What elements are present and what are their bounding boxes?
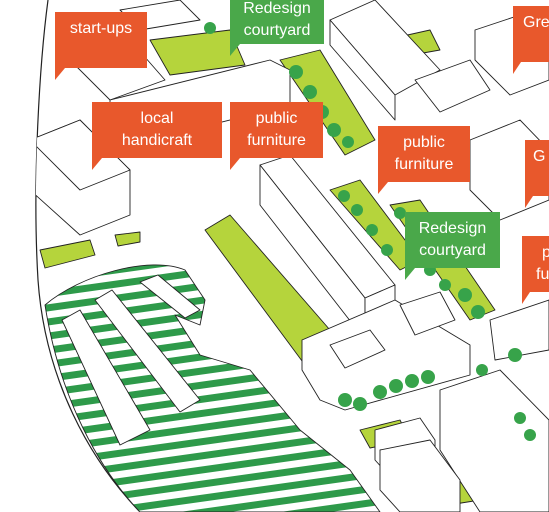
- callout-top-right-partial-line1: Gre: [523, 14, 549, 31]
- tree-icon: [289, 65, 303, 79]
- tree-group: [204, 22, 536, 441]
- callout-public-furniture-center-line2: furniture: [394, 156, 454, 173]
- callout-public-furniture-left-line1: public: [255, 110, 298, 127]
- tree-icon: [373, 385, 387, 399]
- callout-lower-right-partial-line1: p: [542, 244, 549, 261]
- tree-icon: [366, 224, 378, 236]
- callout-top-right-partial-tail: [513, 62, 521, 74]
- callout-start-ups: start-ups: [55, 12, 147, 68]
- tree-icon: [394, 207, 406, 219]
- courtyard-roof-1: [329, 329, 386, 369]
- lens-outline: [35, 0, 141, 512]
- park-path-1: [61, 309, 151, 446]
- callout-public-furniture-left-line2: furniture: [247, 132, 306, 149]
- callout-redesign-courtyard-top-line2: courtyard: [243, 22, 311, 39]
- lime-small-left-2: [114, 231, 141, 247]
- callout-top-right-partial-line2: fl: [523, 34, 549, 56]
- callout-lower-right-partial-tail: [522, 292, 530, 304]
- building-lower-right-2: [489, 299, 549, 361]
- callout-public-furniture-center-tail: [378, 182, 388, 194]
- tree-icon: [514, 412, 526, 424]
- callout-mid-right-partial-tail: [525, 196, 533, 208]
- tree-icon: [342, 136, 354, 148]
- park-path-3: [139, 274, 201, 319]
- tree-icon: [476, 364, 488, 376]
- tree-icon: [338, 190, 350, 202]
- courtyard-roof-2: [399, 291, 456, 336]
- callout-local-handicraft-tail: [92, 158, 102, 170]
- tree-icon: [327, 123, 341, 137]
- building-upper-right-1-side: [329, 19, 396, 121]
- tree-icon: [508, 348, 522, 362]
- callout-local-handicraft: local handicraft: [92, 102, 222, 158]
- callout-redesign-courtyard-center-line1: Redesign: [418, 220, 487, 237]
- callout-redesign-courtyard-center-line2: courtyard: [419, 242, 486, 259]
- callout-redesign-courtyard-center-tail: [405, 268, 415, 280]
- tree-icon: [458, 288, 472, 302]
- lime-upper-1: [279, 49, 376, 156]
- tree-icon: [405, 374, 419, 388]
- callout-top-right-partial: Gre fl: [513, 6, 549, 62]
- callout-redesign-courtyard-top-line1: Redesign: [243, 0, 311, 17]
- callout-lower-right-partial-line2: fu: [536, 266, 549, 283]
- callout-local-handicraft-line2: handicraft: [121, 132, 193, 149]
- park-path-2: [94, 289, 201, 413]
- tree-icon: [381, 244, 393, 256]
- callout-public-furniture-center-line1: public: [403, 134, 445, 151]
- tree-icon: [524, 429, 536, 441]
- callout-start-ups-tail: [55, 68, 65, 80]
- callout-public-furniture-left-tail: [230, 158, 240, 170]
- tree-icon: [303, 85, 317, 99]
- tree-icon: [204, 22, 216, 34]
- tree-icon: [351, 204, 363, 216]
- callout-local-handicraft-line1: local: [140, 110, 174, 127]
- lime-upper-2: [149, 29, 246, 76]
- callout-mid-right-partial: G: [525, 140, 549, 196]
- tree-icon: [353, 397, 367, 411]
- callout-public-furniture-center: public furniture: [378, 126, 470, 182]
- building-upper-right-2: [414, 59, 491, 113]
- lime-small-left: [39, 239, 96, 269]
- tree-icon: [389, 379, 403, 393]
- callout-public-furniture-left: public furniture: [230, 102, 323, 158]
- callout-lower-right-partial: p fu: [522, 236, 549, 292]
- tree-icon: [471, 305, 485, 319]
- callout-start-ups-line1: start-ups: [69, 20, 133, 37]
- building-left-1-top: [35, 119, 131, 191]
- building-lower-right-1: [439, 369, 549, 512]
- callout-redesign-courtyard-top: Redesign courtyard: [230, 0, 324, 44]
- callout-redesign-courtyard-center: Redesign courtyard: [405, 212, 500, 268]
- callout-redesign-courtyard-top-tail: [230, 44, 240, 56]
- tree-icon: [439, 279, 451, 291]
- tree-icon: [338, 393, 352, 407]
- tree-icon: [421, 370, 435, 384]
- callout-mid-right-partial-line1: G: [533, 148, 546, 165]
- building-bottom-small-2: [379, 439, 461, 512]
